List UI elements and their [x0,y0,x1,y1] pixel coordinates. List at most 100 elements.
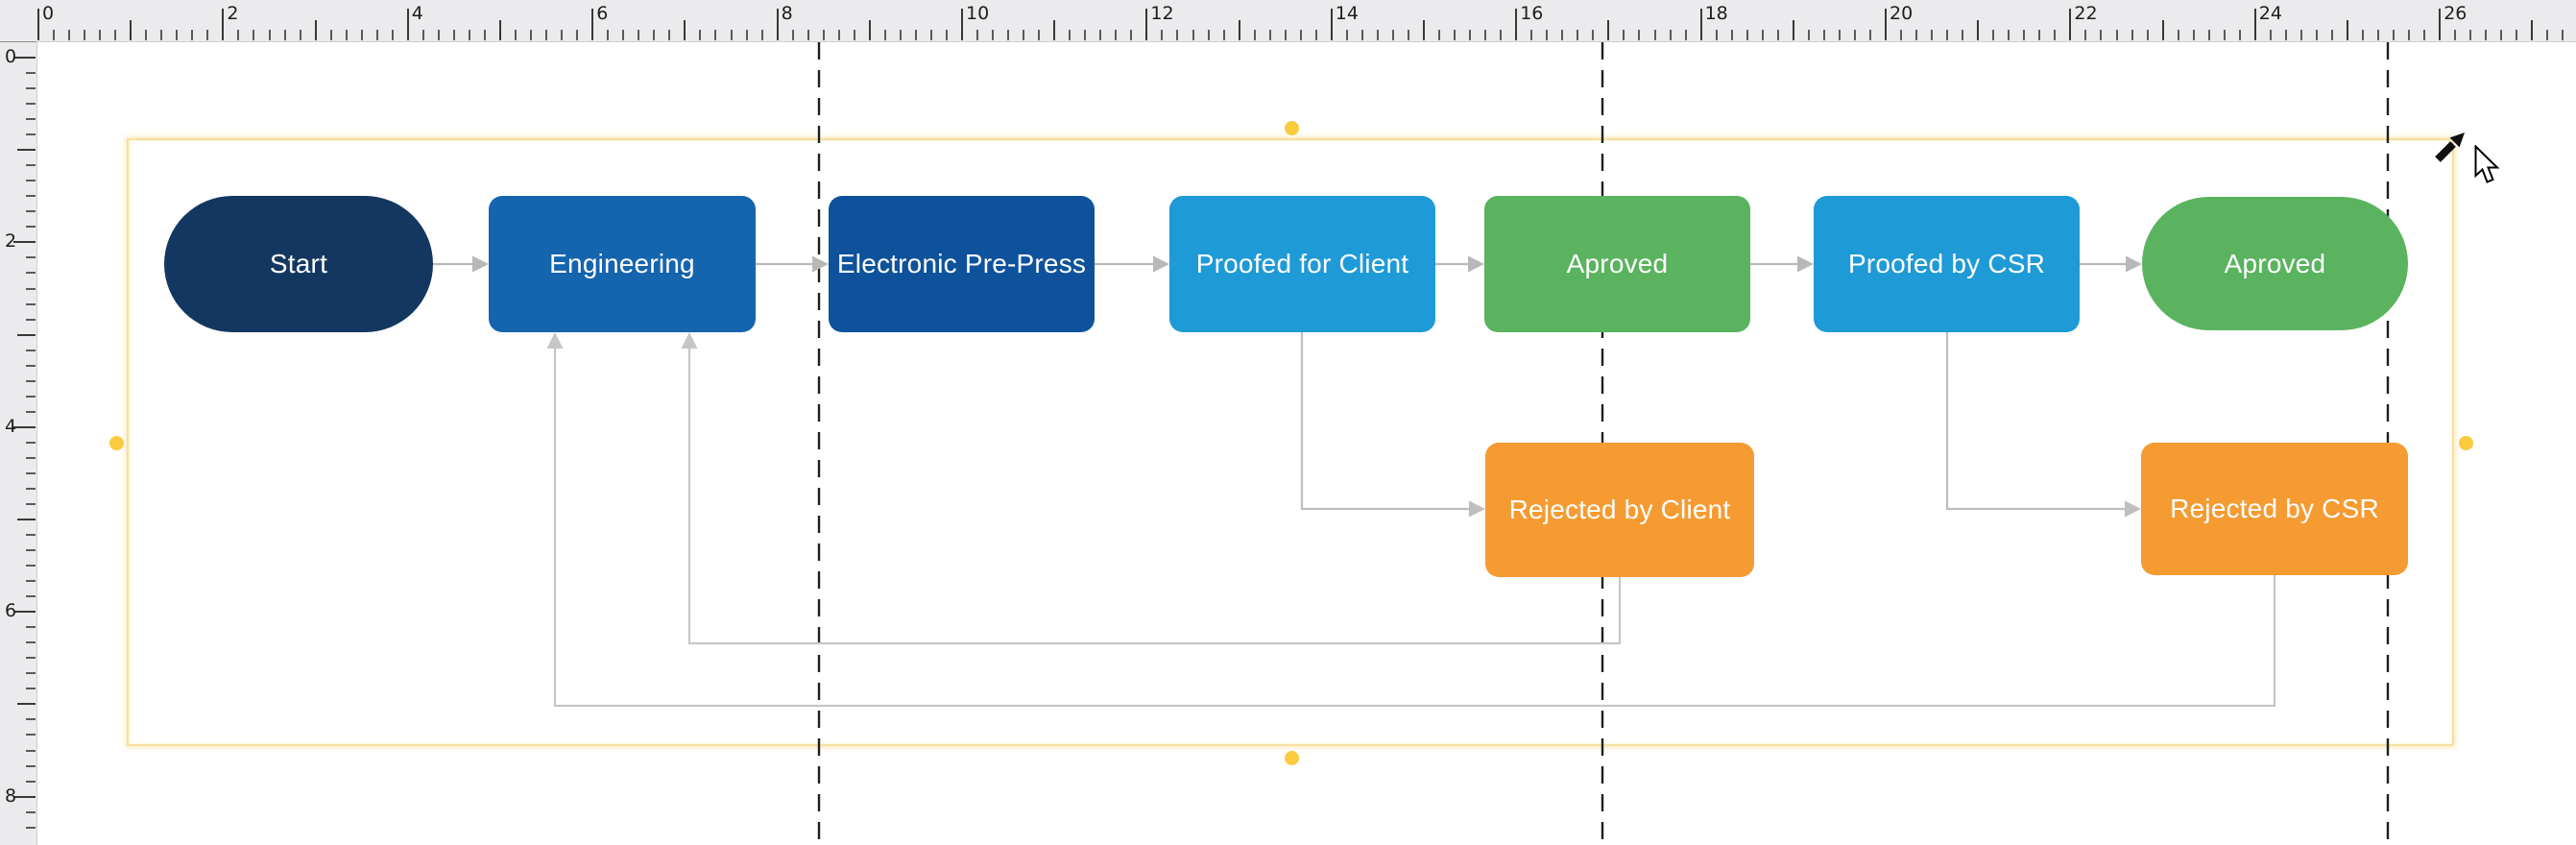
ruler-corner [0,0,36,42]
ruler-tick [483,30,486,40]
node-label: Electronic Pre-Press [836,249,1087,278]
ruler-tick [961,9,963,40]
ruler-tick [2146,30,2149,40]
ruler-tick [26,379,36,382]
ruler-tick [99,30,102,40]
ruler-tick [2315,30,2318,40]
connector-rejected-csr-to-engineering[interactable] [553,349,2276,708]
ruler-tick [1438,30,1441,40]
ruler-tick [26,302,36,305]
selection-handle-right-middle[interactable] [2458,435,2473,450]
ruler-tick [222,9,225,40]
ruler-tick [191,30,194,40]
ruler-tick [283,30,286,40]
ruler-tick [1715,30,1718,40]
ruler-tick [26,133,36,136]
arrowhead-prepress-to-proofed-client [1153,255,1169,273]
ruler-tick [1376,30,1379,40]
ruler-tick [329,30,332,40]
ruler-tick [1454,30,1457,40]
node-label: Rejected by CSR [2170,494,2379,523]
ruler-tick [2253,9,2256,40]
ruler-tick [1792,20,1794,40]
ruler-tick [84,30,86,40]
node-rejected-by-client[interactable]: Rejected by Client [1485,443,1754,577]
node-proofed-by-csr[interactable]: Proofed by CSR [1814,196,2080,332]
ruler-tick [2362,30,2365,40]
ruler-label-h: 26 [2444,3,2468,24]
ruler-tick [745,30,748,40]
arrowhead-proofed-csr-to-aproved [2126,255,2142,273]
ruler-tick [837,30,840,40]
ruler-tick [37,9,39,40]
ruler-tick [314,20,317,40]
ruler-tick [26,672,36,675]
ruler-tick [914,30,917,40]
ruler-tick [2500,30,2503,40]
ruler-tick [1530,30,1533,40]
node-electronic-pre-press[interactable]: Electronic Pre-Press [829,196,1095,332]
ruler-tick [26,502,36,505]
ruler-tick [545,30,548,40]
ruler-tick [576,30,579,40]
ruler-tick [360,30,363,40]
ruler-tick [1838,30,1841,40]
ruler-tick [26,688,36,690]
ruler-tick [2100,30,2103,40]
node-aproved-2[interactable]: Aproved [2142,197,2408,330]
ruler-tick [1469,30,1472,40]
ruler-label-h: 24 [2258,3,2282,24]
selection-handle-left-middle[interactable] [108,435,124,450]
ruler-tick [1992,30,1995,40]
ruler-tick [26,272,36,275]
ruler-tick [1069,30,1071,40]
ruler-tick [26,226,36,229]
ruler-tick [515,30,518,40]
ruler-tick [1192,30,1194,40]
ruler-tick [1345,30,1348,40]
ruler-tick [1023,30,1025,40]
node-start[interactable]: Start [164,196,433,332]
ruler-tick [53,30,56,40]
ruler-tick [530,30,533,40]
ruler-tick [299,30,301,40]
node-label: Start [269,249,328,278]
ruler-tick [1360,30,1363,40]
ruler-tick [1607,20,1610,40]
selection-rectangle[interactable] [127,138,2454,746]
selection-handle-bottom-center[interactable] [1284,750,1299,765]
ruler-label-h: 4 [411,3,423,24]
ruler-tick [26,72,36,75]
ruler-tick [1484,30,1487,40]
ruler-tick [1238,20,1240,40]
ruler-tick [2008,30,2010,40]
ruler-tick [26,580,36,583]
ruler-tick [2131,30,2133,40]
ruler-tick [1577,30,1579,40]
connector-proofed-csr-to-rejected[interactable] [1945,332,2126,511]
connector-rejected-client-to-engineering[interactable] [687,349,1622,645]
ruler-tick [26,456,36,459]
node-proofed-for-client[interactable]: Proofed for Client [1169,196,1435,332]
ruler-tick [2023,30,2026,40]
ruler-label-h: 18 [1704,3,1728,24]
selection-handle-top-center[interactable] [1284,120,1299,135]
node-aproved-1[interactable]: Aproved [1484,196,1750,332]
ruler-tick [638,30,640,40]
node-rejected-by-csr[interactable]: Rejected by CSR [2141,443,2408,575]
ruler-tick [868,20,871,40]
ruler-tick [668,30,671,40]
ruler-tick [2207,30,2210,40]
ruler-label-h: 6 [596,3,609,24]
ruler-tick [1745,30,1748,40]
ruler-tick [1946,30,1949,40]
connector-proofed-client-to-rejected[interactable] [1300,332,1470,511]
ruler-tick [26,318,36,321]
ruler-tick [1822,30,1825,40]
ruler-tick [2454,30,2457,40]
ruler-tick [730,30,733,40]
ruler-tick [26,810,36,813]
node-engineering[interactable]: Engineering [489,196,756,332]
